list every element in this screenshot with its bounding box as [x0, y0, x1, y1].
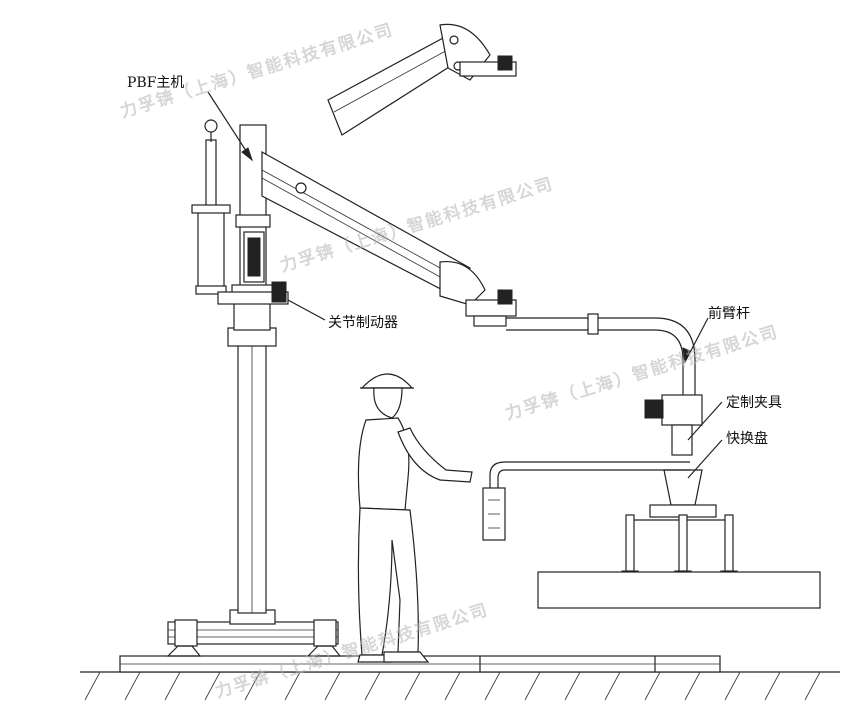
workpiece	[537, 571, 821, 609]
floor-platform	[119, 655, 721, 673]
elbow-joint	[465, 289, 517, 327]
base-frame	[166, 609, 342, 657]
pbf-cylinder	[191, 119, 289, 305]
main-column	[227, 124, 277, 614]
label-pbf-main: PBF主机	[127, 75, 185, 91]
fixture-assembly	[620, 394, 739, 577]
label-quick-change-plate: 快换盘	[726, 431, 768, 447]
label-custom-fixture: 定制夹具	[726, 395, 782, 411]
handle-assembly	[482, 461, 690, 541]
callout-leaders	[207, 91, 723, 479]
inset-arm-view	[327, 23, 517, 136]
label-joint-brake: 关节制动器	[328, 315, 398, 331]
forearm-rod	[506, 313, 696, 395]
upper-arm	[261, 150, 486, 306]
operator-figure	[357, 373, 473, 663]
ground	[80, 671, 840, 701]
label-forearm-rod: 前臂杆	[708, 306, 750, 322]
